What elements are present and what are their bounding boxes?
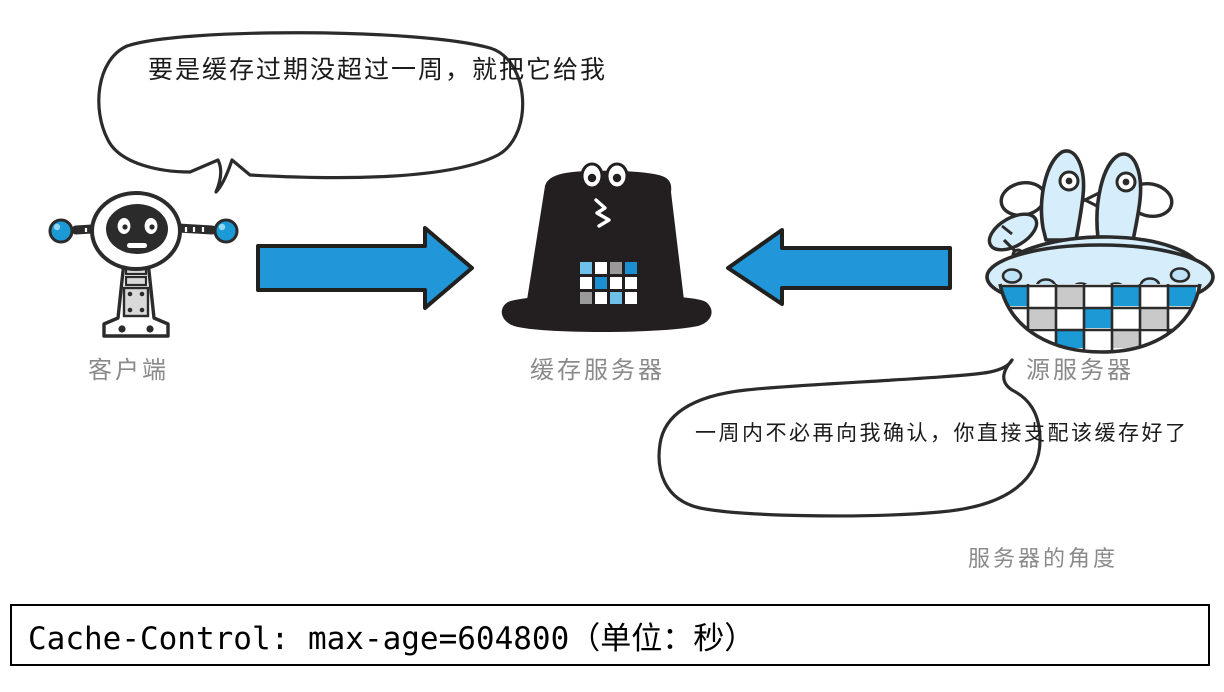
label-client: 客户端 xyxy=(88,356,169,384)
speech-bubble-client xyxy=(97,31,525,194)
speech-bubble-origin xyxy=(657,358,1042,518)
top-hat-icon xyxy=(501,162,712,332)
hat-data-grid xyxy=(580,262,637,304)
ufo-icon xyxy=(985,149,1215,354)
arrow-origin-to-cache xyxy=(726,228,952,306)
speech-bubble-origin-text: 一周内不必再向我确认，你直接支配该缓存好了 xyxy=(695,421,1189,445)
label-cache-server: 缓存服务器 xyxy=(530,356,665,384)
robot-icon xyxy=(48,191,239,338)
arrow-client-to-cache xyxy=(256,226,474,310)
caption-text: Cache-Control: max-age=604800（单位：秒） xyxy=(28,620,756,657)
speech-bubble-client-text: 要是缓存过期没超过一周，就把它给我 xyxy=(148,55,608,84)
label-origin-server: 源服务器 xyxy=(1026,356,1134,384)
diagram-illustration xyxy=(48,31,1215,518)
label-server-perspective: 服务器的角度 xyxy=(968,547,1119,572)
caption-bar: Cache-Control: max-age=604800（单位：秒） xyxy=(10,604,1210,666)
